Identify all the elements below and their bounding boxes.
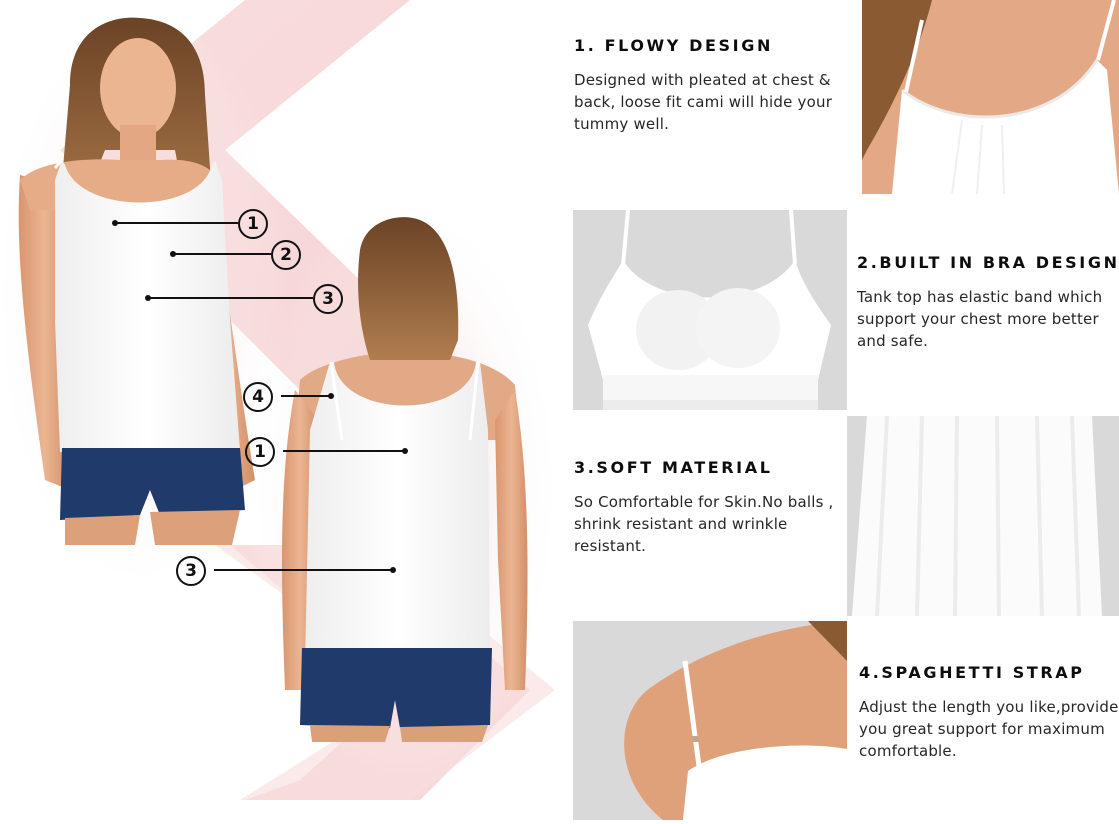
- callout-line: [214, 569, 392, 571]
- callout-line: [148, 297, 313, 299]
- callout-number: 3: [313, 284, 343, 314]
- callout-line: [283, 450, 405, 452]
- hero-background: [0, 0, 560, 800]
- neckline-closeup-image: [862, 0, 1119, 194]
- callout-line: [281, 395, 331, 397]
- feature-description: Tank top has elastic band which support …: [857, 288, 1103, 350]
- feature-title: 3.SOFT MATERIAL: [574, 458, 773, 477]
- feature-title: 4.SPAGHETTI STRAP: [859, 663, 1085, 682]
- back-model-figure: [282, 217, 528, 742]
- feature-title: 2.BUILT IN BRA DESIGN: [857, 253, 1119, 272]
- callout-back-3: 3: [176, 556, 406, 586]
- feature-image-flowy-design: [862, 0, 1119, 194]
- callout-back-4: 4: [243, 382, 343, 412]
- feature-image-soft-material: [847, 416, 1119, 616]
- hero-illustration: 1 2 3 4 1 3: [0, 0, 560, 800]
- callout-dot: [402, 448, 408, 454]
- strap-closeup-image: [573, 621, 847, 820]
- feature-flowy-design: 1. FLOWY DESIGN Designed with pleated at…: [574, 36, 844, 135]
- callout-front-2: 2: [168, 240, 308, 270]
- feature-image-spaghetti-strap: [573, 621, 847, 820]
- callout-line: [173, 253, 271, 255]
- feature-built-in-bra: 2.BUILT IN BRA DESIGN Tank top has elast…: [857, 253, 1119, 352]
- built-in-bra-image: [573, 210, 847, 410]
- feature-description: Designed with pleated at chest & back, l…: [574, 71, 833, 133]
- callout-number: 3: [176, 556, 206, 586]
- callout-number: 1: [238, 209, 268, 239]
- callout-number: 2: [271, 240, 301, 270]
- callout-number: 1: [245, 437, 275, 467]
- callout-front-1: 1: [110, 209, 270, 239]
- front-model-figure: [18, 17, 255, 545]
- callout-line: [115, 222, 238, 224]
- callout-front-3: 3: [143, 284, 353, 314]
- callout-back-1: 1: [245, 437, 415, 467]
- feature-spaghetti-strap: 4.SPAGHETTI STRAP Adjust the length you …: [859, 663, 1119, 762]
- feature-image-built-in-bra: [573, 210, 847, 410]
- fabric-closeup-image: [847, 416, 1119, 616]
- feature-soft-material: 3.SOFT MATERIAL So Comfortable for Skin.…: [574, 458, 844, 557]
- callout-number: 4: [243, 382, 273, 412]
- feature-description: So Comfortable for Skin.No balls , shrin…: [574, 493, 834, 555]
- callout-dot: [328, 393, 334, 399]
- callout-dot: [390, 567, 396, 573]
- feature-description: Adjust the length you like,provide you g…: [859, 698, 1119, 760]
- feature-title: 1. FLOWY DESIGN: [574, 36, 773, 55]
